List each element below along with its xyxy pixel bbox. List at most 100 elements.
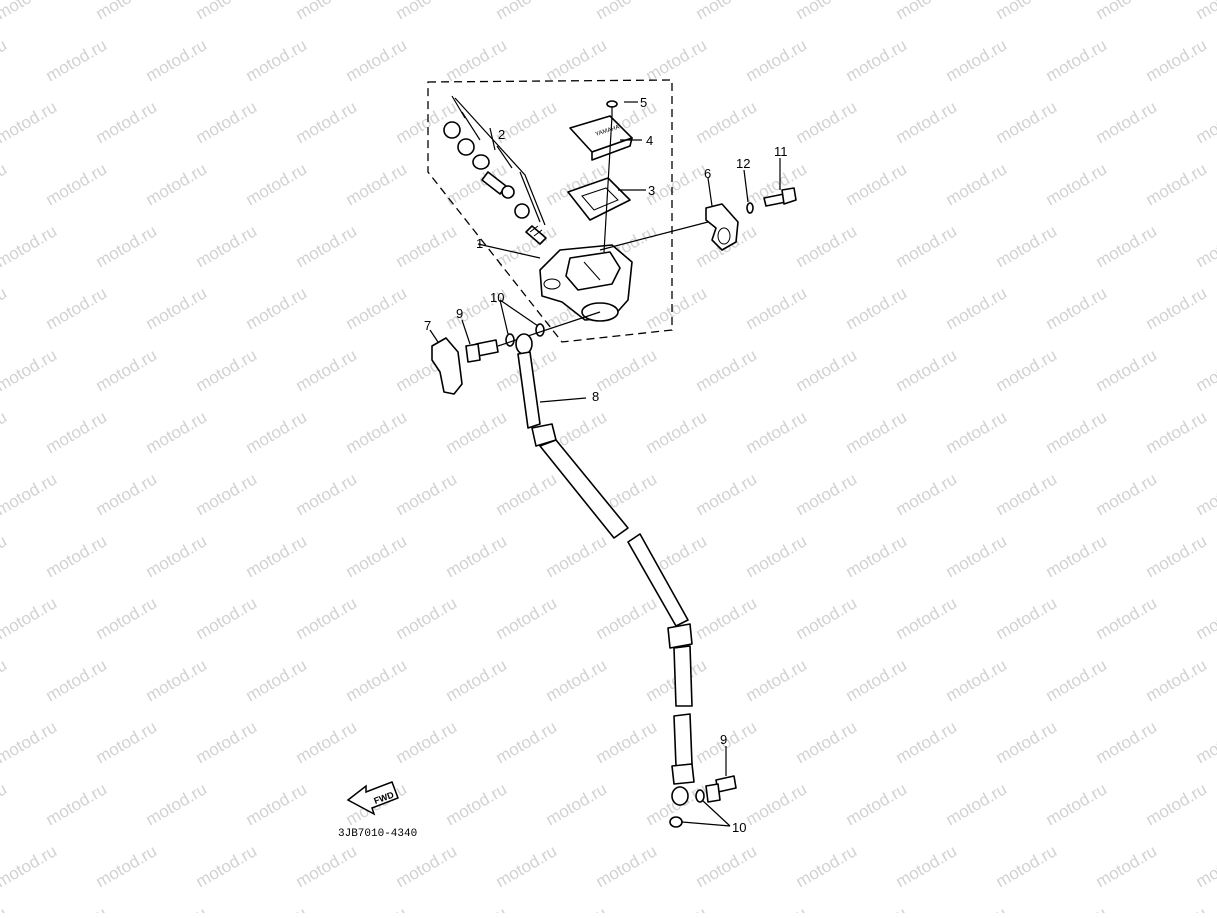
watermark-text: motod.ru — [143, 531, 211, 581]
copper-washer-top-1[interactable] — [506, 334, 514, 346]
watermark-text: motod.ru — [143, 283, 211, 333]
watermark-text: motod.ru — [943, 283, 1011, 333]
watermark-text: motod.ru — [543, 655, 611, 705]
union-bolt-top[interactable] — [466, 340, 498, 362]
watermark-text: motod.ru — [193, 717, 261, 767]
watermark-text: motod.ru — [993, 593, 1061, 643]
watermark-text: motod.ru — [0, 35, 10, 85]
watermark-text: motod.ru — [993, 97, 1061, 147]
watermark-text: motod.ru — [793, 345, 861, 395]
callout-10-bottom: 10 — [732, 820, 746, 835]
washer-12[interactable] — [747, 203, 753, 213]
callout-2: 2 — [498, 127, 505, 142]
watermark-text: motod.ru — [343, 283, 411, 333]
watermark-text: motod.ru — [593, 717, 661, 767]
watermark-text: motod.ru — [0, 593, 60, 643]
watermark-text: motod.ru — [943, 407, 1011, 457]
watermark-text: motod.ru — [793, 469, 861, 519]
watermark-text: motod.ru — [93, 97, 161, 147]
watermark-text: motod.ru — [493, 0, 561, 23]
watermark-text: motod.ru — [843, 283, 911, 333]
watermark-text: motod.ru — [843, 655, 911, 705]
watermark-text: motod.ru — [843, 903, 911, 913]
watermark-text: motod.ru — [1143, 283, 1211, 333]
watermark-text: motod.ru — [743, 35, 811, 85]
watermark-text: motod.ru — [543, 903, 611, 913]
watermark-text: motod.ru — [143, 407, 211, 457]
watermark-text: motod.ru — [943, 779, 1011, 829]
watermark-text: motod.ru — [0, 779, 10, 829]
watermark-text: motod.ru — [1043, 35, 1111, 85]
watermark-text: motod.ru — [243, 35, 311, 85]
watermark-text: motod.ru — [0, 717, 60, 767]
watermark-text: motod.ru — [1143, 35, 1211, 85]
watermark-text: motod.ru — [1043, 159, 1111, 209]
watermark-text: motod.ru — [43, 283, 111, 333]
watermark-text: motod.ru — [0, 841, 60, 891]
watermark-text: motod.ru — [693, 469, 761, 519]
watermark-text: motod.ru — [193, 593, 261, 643]
union-bolt-bottom[interactable] — [706, 776, 736, 802]
watermark-text: motod.ru — [643, 903, 711, 913]
watermark-text: motod.ru — [293, 593, 361, 643]
copper-washer-bottom-2[interactable] — [670, 817, 682, 827]
watermark-text: motod.ru — [893, 593, 961, 643]
watermark-text: motod.ru — [1043, 903, 1111, 913]
watermark-text: motod.ru — [893, 0, 961, 23]
watermark-text: motod.ru — [143, 903, 211, 913]
watermark-text: motod.ru — [543, 531, 611, 581]
watermark-text: motod.ru — [193, 841, 261, 891]
watermark-text: motod.ru — [493, 469, 561, 519]
watermark-text: motod.ru — [543, 35, 611, 85]
watermark-text: motod.ru — [893, 841, 961, 891]
watermark-text: motod.ru — [193, 97, 261, 147]
watermark-text: motod.ru — [343, 903, 411, 913]
callout-6: 6 — [704, 166, 711, 181]
callout-7: 7 — [424, 318, 431, 333]
watermark-text: motod.ru — [0, 903, 10, 913]
cap-screw[interactable] — [607, 101, 617, 116]
watermark-text: motod.ru — [1093, 841, 1161, 891]
watermark-text: motod.ru — [693, 97, 761, 147]
watermark-text: motod.ru — [0, 345, 60, 395]
watermark-text: motod.ru — [293, 469, 361, 519]
watermark-text: motod.ru — [1093, 97, 1161, 147]
watermark-text: motod.ru — [843, 779, 911, 829]
watermark-text: motod.ru — [743, 655, 811, 705]
watermark-text: motod.ru — [943, 903, 1011, 913]
hose-cover[interactable] — [432, 338, 462, 394]
callout-3: 3 — [648, 183, 655, 198]
callout-12: 12 — [736, 156, 750, 171]
watermark-text: motod.ru — [1043, 779, 1111, 829]
watermark-text: motod.ru — [143, 779, 211, 829]
watermark-text: motod.ru — [343, 531, 411, 581]
watermark-text: motod.ru — [643, 35, 711, 85]
watermark-text: motod.ru — [1093, 0, 1161, 23]
watermark-text: motod.ru — [1193, 593, 1217, 643]
handlebar-clamp[interactable] — [706, 204, 738, 250]
watermark-text: motod.ru — [0, 0, 60, 23]
watermark-text: motod.ru — [793, 841, 861, 891]
watermark-text: motod.ru — [893, 469, 961, 519]
watermark-text: motod.ru — [493, 841, 561, 891]
watermark-text: motod.ru — [693, 841, 761, 891]
watermark-text: motod.ru — [93, 717, 161, 767]
watermark-text: motod.ru — [1143, 655, 1211, 705]
watermark-text: motod.ru — [343, 655, 411, 705]
watermark-text: motod.ru — [843, 35, 911, 85]
callout-11: 11 — [774, 144, 788, 159]
watermark-text: motod.ru — [1143, 779, 1211, 829]
watermark-text: motod.ru — [993, 221, 1061, 271]
watermark-text: motod.ru — [243, 531, 311, 581]
watermark-text: motod.ru — [193, 469, 261, 519]
watermark-text: motod.ru — [743, 779, 811, 829]
watermark-text: motod.ru — [93, 593, 161, 643]
watermark-text: motod.ru — [1193, 97, 1217, 147]
watermark-text: motod.ru — [593, 841, 661, 891]
watermark-text: motod.ru — [843, 531, 911, 581]
watermark-text: motod.ru — [693, 593, 761, 643]
callout-8: 8 — [592, 389, 599, 404]
watermark-text: motod.ru — [393, 0, 461, 23]
watermark-text: motod.ru — [43, 159, 111, 209]
watermark-text: motod.ru — [443, 407, 511, 457]
